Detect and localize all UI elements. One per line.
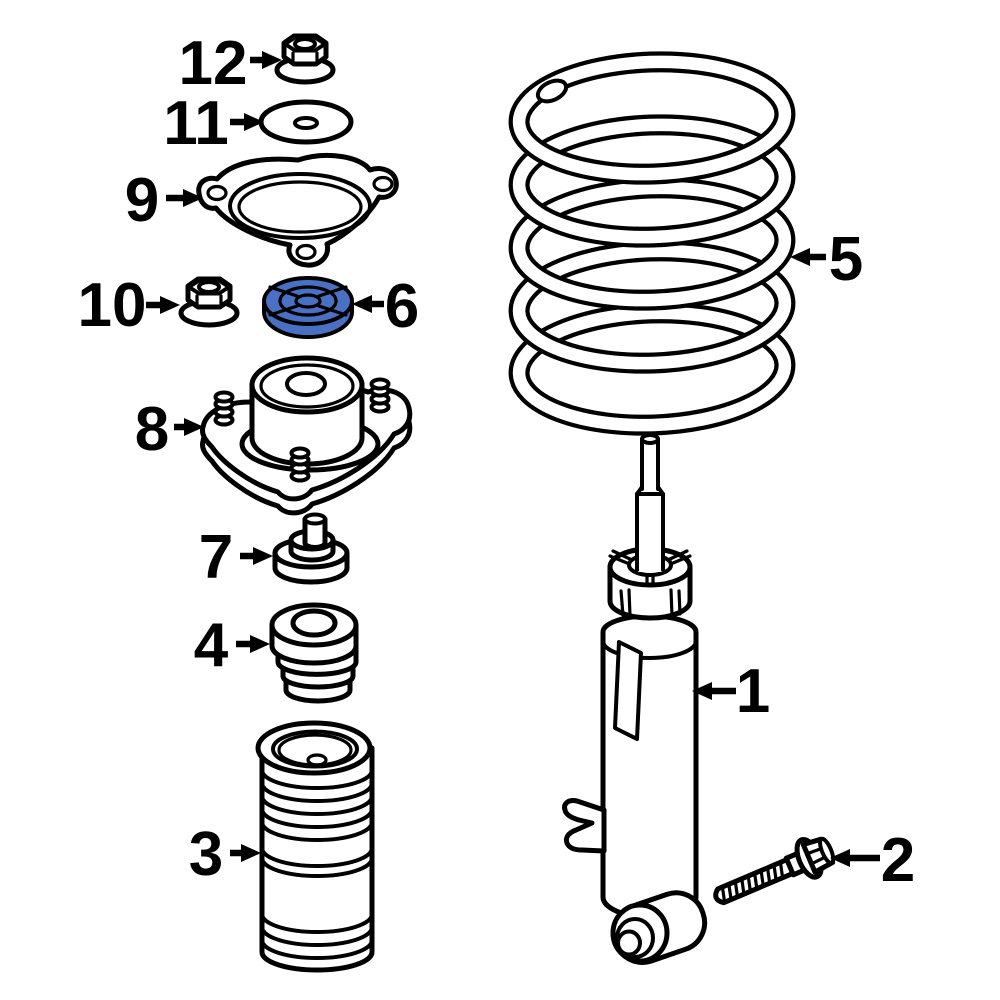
part-washer (258, 99, 354, 145)
part-dust-boot (255, 720, 375, 973)
gasket-hole-bottom (295, 243, 317, 261)
seat-hub (294, 293, 322, 309)
callout-3-arrowhead (241, 844, 261, 862)
callout-3-label: 3 (189, 820, 223, 889)
callout-8-label: 8 (135, 395, 169, 464)
gasket-hole-right (372, 175, 394, 193)
part-bump-stop (269, 602, 359, 704)
callout-9-arrowhead (183, 189, 203, 207)
boot-cylinder (259, 745, 375, 973)
callout-6[interactable]: 6 (352, 272, 419, 341)
callout-11-arrowhead (244, 113, 264, 131)
callout-12[interactable]: 12 (179, 29, 282, 98)
callout-10[interactable]: 10 (78, 271, 180, 340)
callout-8-arrowhead (184, 418, 204, 436)
bump-stop-hole (290, 608, 338, 638)
part-seat-bushing (272, 512, 350, 585)
callout-3[interactable]: 3 (189, 820, 261, 889)
callout-5-arrowhead (790, 248, 810, 266)
callout-11[interactable]: 11 (163, 89, 264, 158)
callout-1-arrowhead (692, 682, 712, 700)
callout-2-label: 2 (881, 826, 915, 895)
callout-2-arrowhead (830, 849, 850, 867)
callout-10-arrowhead (160, 296, 180, 314)
shock-piston-rod (635, 433, 665, 572)
callout-1-label: 1 (736, 657, 770, 726)
callout-2[interactable]: 2 (830, 826, 915, 895)
callout-5[interactable]: 5 (790, 225, 863, 294)
part-shock-absorber (562, 433, 708, 965)
callout-7[interactable]: 7 (199, 523, 273, 592)
callout-7-arrowhead (253, 547, 273, 565)
callout-4-arrowhead (250, 635, 270, 653)
mount-stud (213, 390, 235, 427)
part-bolt (713, 836, 836, 906)
callout-6-arrowhead (352, 295, 372, 313)
boot-ribs-top (260, 768, 374, 842)
callout-6-label: 6 (385, 272, 419, 341)
callout-12-label: 12 (179, 29, 248, 98)
callout-9[interactable]: 9 (125, 166, 203, 235)
shock-body-seam (601, 639, 698, 660)
boot-ribs-bottom (260, 912, 374, 960)
boot-ribs-middle (260, 846, 374, 878)
seat-cross-ribs (268, 285, 348, 317)
callout-11-label: 11 (163, 89, 229, 158)
shock-bracket (562, 798, 607, 854)
callout-7-label: 7 (199, 523, 233, 592)
part-flange-nut-top (274, 33, 336, 85)
boot-top-hole (306, 753, 328, 767)
callout-10-label: 10 (78, 271, 147, 340)
callout-9-label: 9 (125, 166, 159, 235)
shock-eyelet (610, 890, 708, 965)
spring-end-cut (535, 78, 569, 104)
part-strut-mount (200, 355, 413, 516)
mount-stud (289, 446, 311, 483)
callout-1[interactable]: 1 (692, 657, 770, 726)
callout-4[interactable]: 4 (194, 611, 270, 680)
mount-center-hole (285, 371, 327, 397)
part-gasket-plate (196, 152, 399, 268)
callout-8[interactable]: 8 (135, 395, 204, 464)
shock-label-sticker (613, 640, 643, 741)
callout-4-label: 4 (194, 611, 229, 680)
part-coil-spring (508, 51, 796, 436)
gasket-hole-left (206, 184, 228, 202)
mount-stud (369, 377, 391, 414)
part-flange-nut-lower (181, 279, 237, 325)
bolt-threads (720, 860, 785, 904)
callout-12-arrowhead (262, 51, 282, 69)
spring-coil (508, 51, 796, 436)
callout-5-label: 5 (829, 225, 863, 294)
part-spring-seat-highlighted[interactable] (262, 276, 354, 339)
